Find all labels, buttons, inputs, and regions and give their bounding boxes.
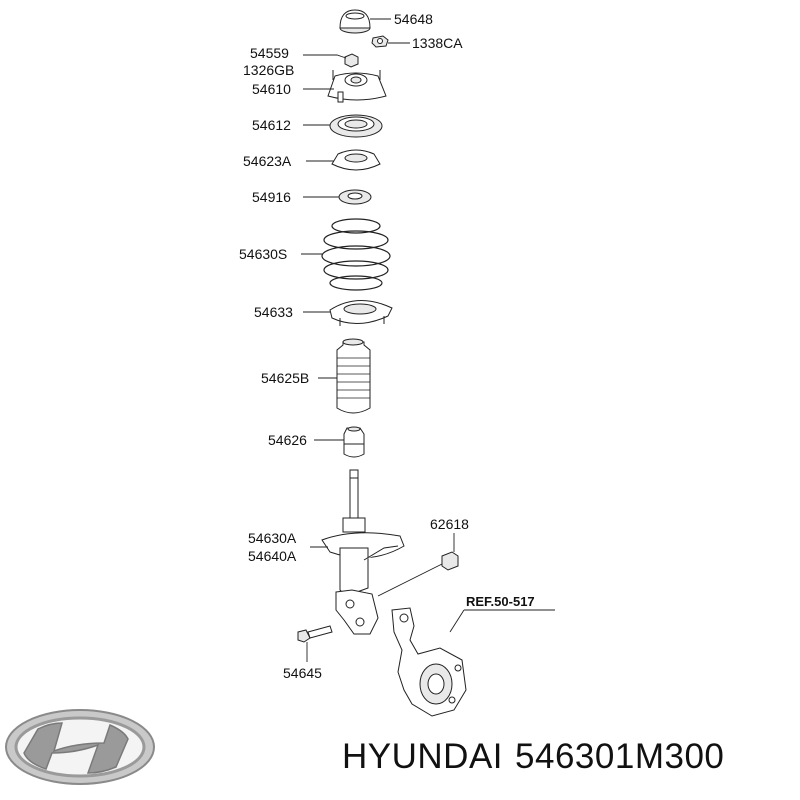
label-54648: 54648 [394, 11, 433, 27]
brand-name: HYUNDAI [342, 737, 504, 776]
nut-1326GB [344, 53, 359, 68]
part-labels: 54648 1338CA 54559 1326GB 54610 54612 54… [239, 11, 535, 681]
strut-54630A [321, 469, 405, 635]
footer-title: HYUNDAI 546301M300 [342, 737, 736, 777]
label-54610: 54610 [252, 81, 291, 97]
spring-54630S [321, 218, 391, 291]
pad-54633 [329, 299, 393, 326]
label-54640A: 54640A [248, 548, 297, 564]
cap-54648 [339, 9, 371, 34]
nut-62618 [441, 551, 459, 571]
bumpstop-54626 [343, 426, 365, 458]
label-62618: 62618 [430, 516, 469, 532]
bolt-54645 [297, 625, 333, 643]
label-1326GB: 1326GB [243, 62, 294, 78]
washer-54916 [338, 189, 372, 205]
label-54623A: 54623A [243, 153, 292, 169]
mount-54610 [327, 70, 387, 103]
label-54626: 54626 [268, 432, 307, 448]
part-number: 546301M300 [515, 737, 725, 776]
seat-54623A [331, 149, 381, 171]
label-54633: 54633 [254, 304, 293, 320]
nut-1338CA [371, 35, 389, 48]
label-54625B: 54625B [261, 370, 309, 386]
steering-knuckle [391, 607, 467, 717]
boot-54625B [336, 338, 371, 414]
label-1338CA: 1338CA [412, 35, 463, 51]
leader-lines [301, 18, 555, 662]
label-54630A: 54630A [248, 530, 297, 546]
label-54559: 54559 [250, 45, 289, 61]
label-54612: 54612 [252, 117, 291, 133]
hyundai-logo-icon [5, 709, 155, 785]
bearing-54612 [329, 114, 383, 138]
label-54916: 54916 [252, 189, 291, 205]
label-54630S: 54630S [239, 246, 287, 262]
label-54645: 54645 [283, 665, 322, 681]
label-ref: REF.50-517 [466, 594, 535, 609]
